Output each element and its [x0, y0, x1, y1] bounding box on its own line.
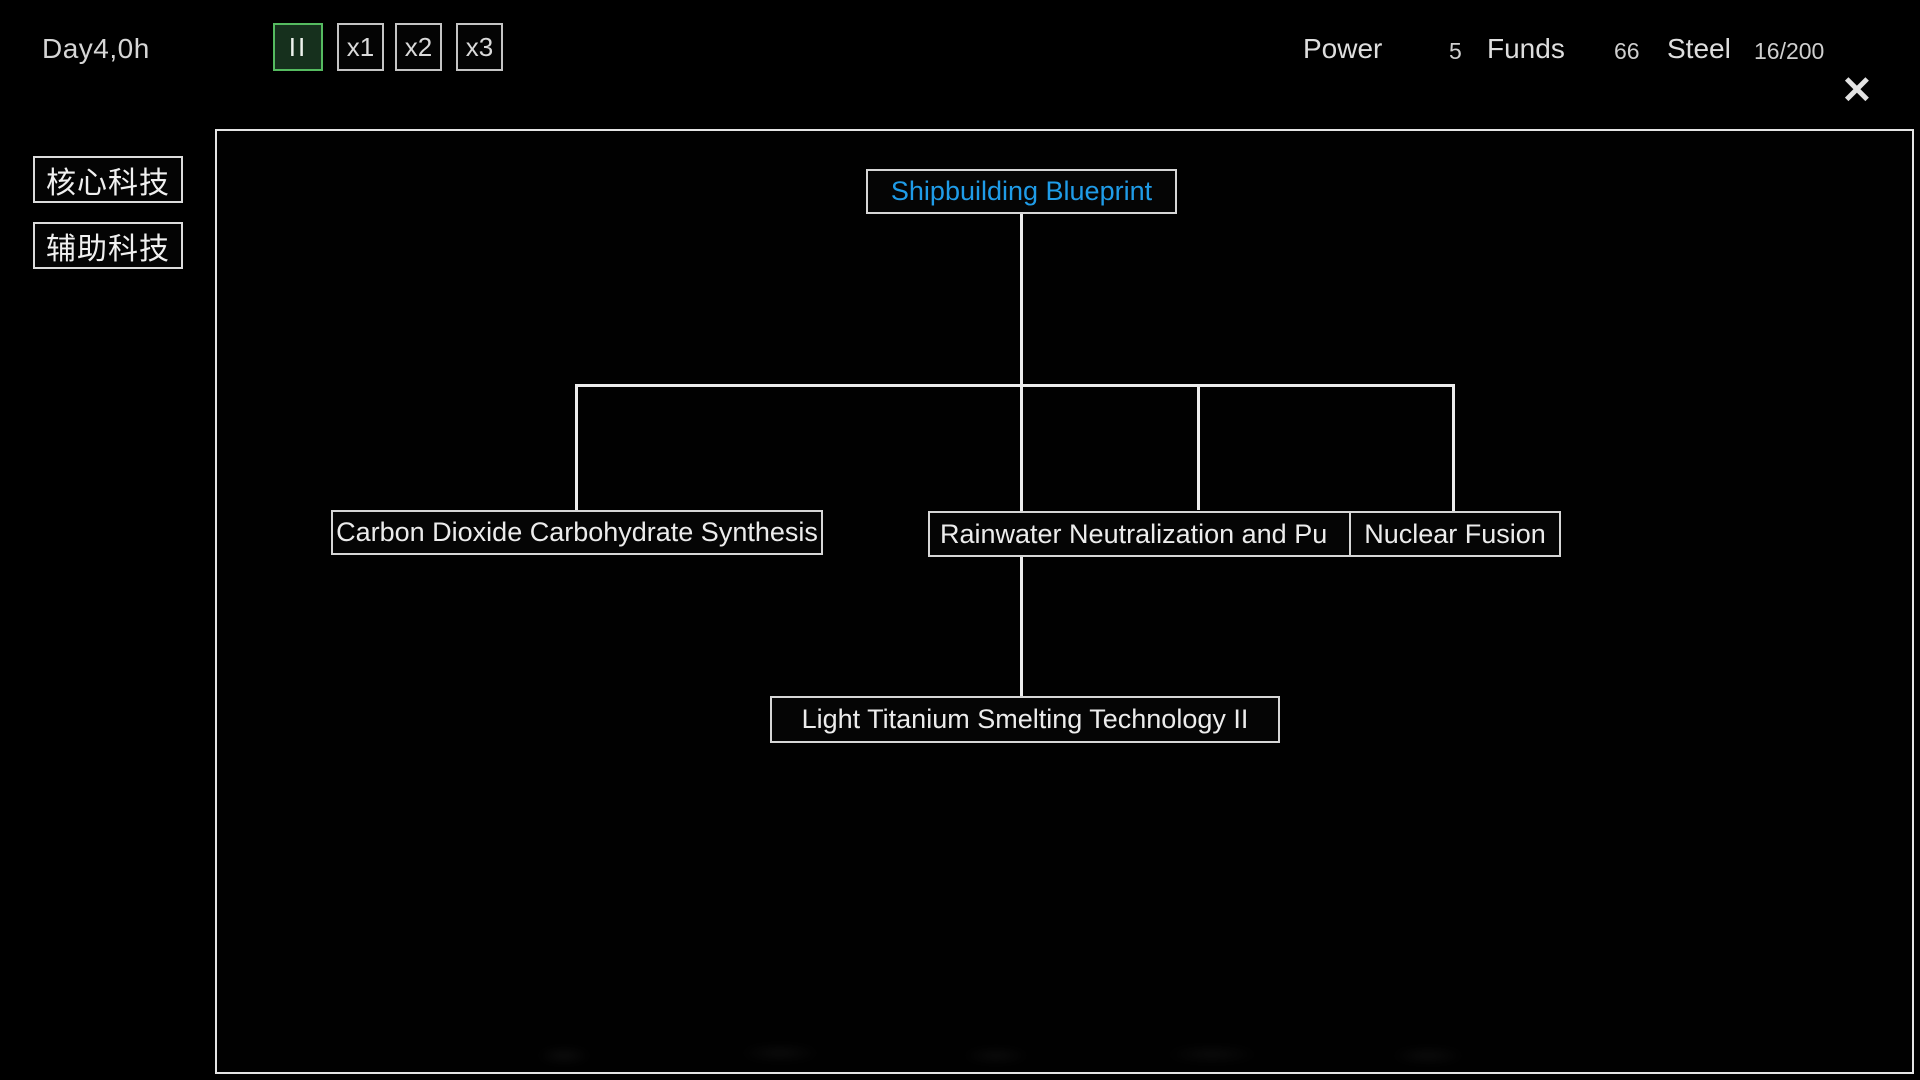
connector-line	[1197, 384, 1200, 510]
close-icon[interactable]: ✕	[1841, 70, 1873, 112]
tech-node-rainwater-neutralization[interactable]: Rainwater Neutralization and Pu	[928, 511, 1366, 557]
power-value: 5	[1449, 38, 1462, 64]
power-label: Power	[1303, 33, 1383, 64]
connector-line	[575, 384, 1455, 387]
speed-x3-button[interactable]: x3	[456, 23, 503, 71]
tab-auxiliary-tech[interactable]: 辅助科技	[33, 222, 183, 269]
connector-line	[1020, 214, 1023, 512]
tech-tree-panel	[215, 129, 1914, 1074]
pause-button[interactable]: II	[273, 23, 323, 71]
speed-x1-button[interactable]: x1	[337, 23, 384, 71]
tab-core-tech[interactable]: 核心科技	[33, 156, 183, 203]
connector-line	[1020, 555, 1023, 697]
connector-line	[575, 384, 578, 511]
steel-value: 16/200	[1754, 38, 1825, 64]
funds-label: Funds	[1487, 33, 1565, 64]
tech-node-carbon-dioxide-carbohydrate-synthesis[interactable]: Carbon Dioxide Carbohydrate Synthesis	[331, 510, 823, 555]
tech-node-shipbuilding-blueprint[interactable]: Shipbuilding Blueprint	[866, 169, 1177, 214]
funds-value: 66	[1614, 38, 1640, 64]
tech-node-nuclear-fusion[interactable]: Nuclear Fusion	[1349, 511, 1561, 557]
background-texture	[420, 1040, 1620, 1066]
tech-node-light-titanium-smelting-ii[interactable]: Light Titanium Smelting Technology II	[770, 696, 1280, 743]
connector-line	[1452, 384, 1455, 512]
speed-x2-button[interactable]: x2	[395, 23, 442, 71]
day-time-label: Day4,0h	[42, 33, 150, 64]
steel-label: Steel	[1667, 33, 1731, 64]
